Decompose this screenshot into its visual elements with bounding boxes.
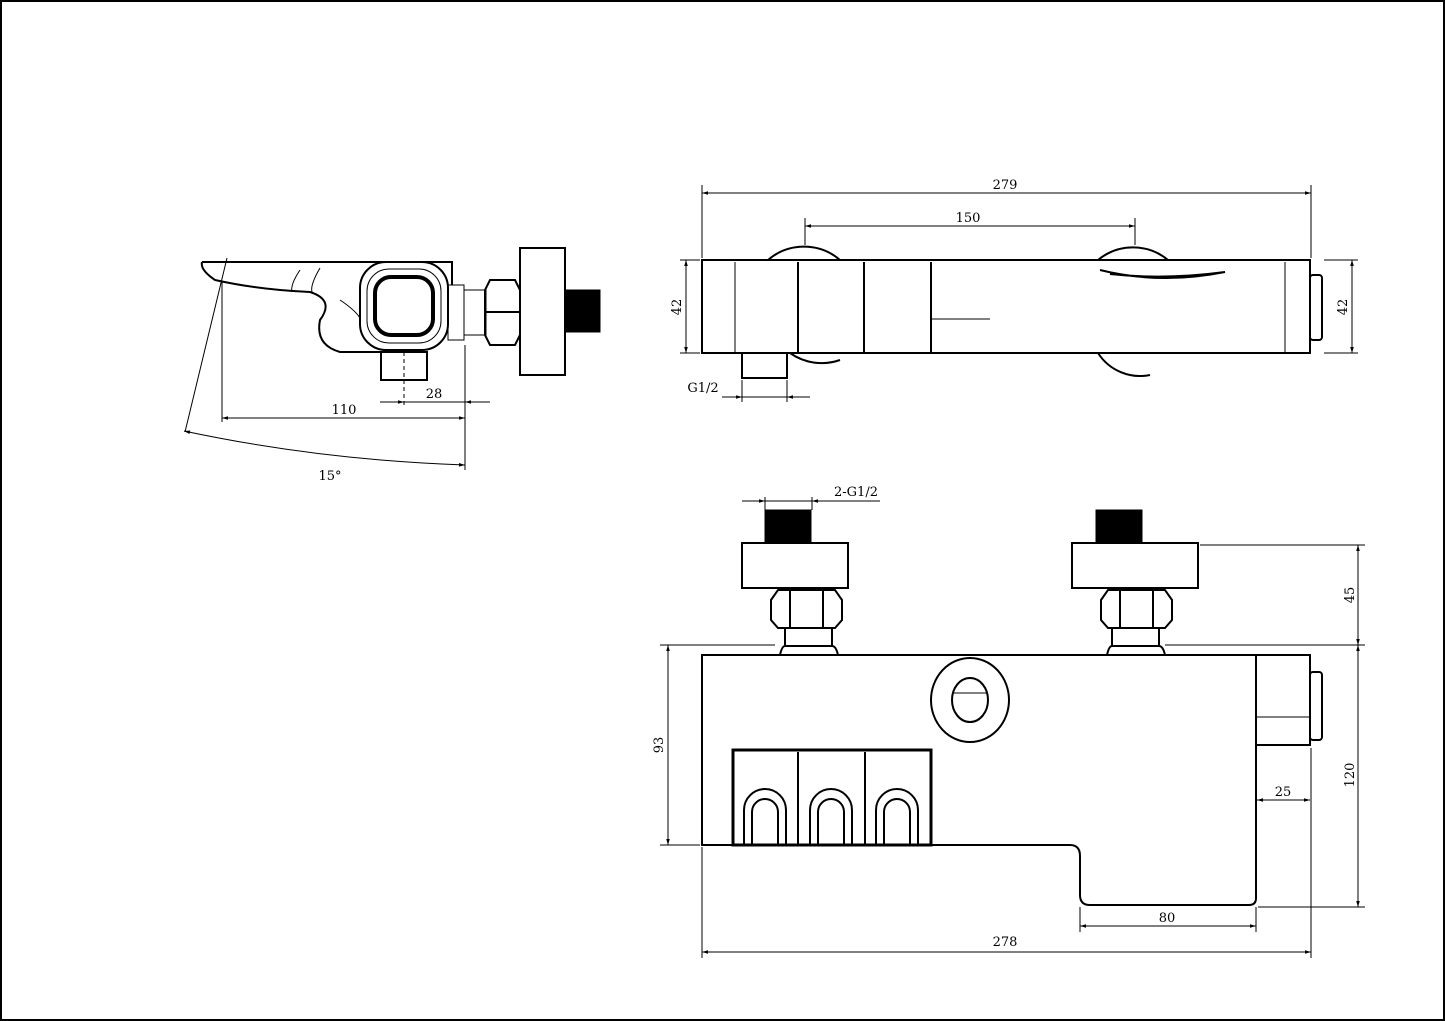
front-view: 2-G1/2 45 93 120 25 80 278 xyxy=(652,485,1365,958)
dim-110: 110 xyxy=(332,403,357,418)
body-front xyxy=(701,654,1257,906)
dim-28: 28 xyxy=(426,387,443,402)
outlet-stub-top xyxy=(741,352,788,379)
dim-120: 120 xyxy=(1343,763,1358,788)
inlet-connector-left xyxy=(741,509,849,656)
handle-knob-inner xyxy=(373,275,435,337)
control-panel xyxy=(731,748,933,847)
dim-150: 150 xyxy=(956,211,981,226)
dim-278: 278 xyxy=(993,935,1018,950)
inlet-thread xyxy=(564,289,601,333)
spout-curve xyxy=(1099,269,1226,279)
dim-15-degrees: 15° xyxy=(318,469,341,484)
dim-42-right: 42 xyxy=(1336,299,1351,316)
wall-flange xyxy=(519,247,566,376)
diverter-knob xyxy=(930,657,1010,743)
inlet-connector-right xyxy=(1071,509,1199,656)
dim-45: 45 xyxy=(1343,587,1358,604)
dim-279: 279 xyxy=(993,178,1018,193)
dim-25: 25 xyxy=(1275,785,1292,800)
side-view: 110 28 15° xyxy=(183,247,601,484)
spout-outline xyxy=(200,261,453,353)
dim-42-left: 42 xyxy=(670,299,685,316)
dim-g1-2: G1/2 xyxy=(687,381,718,396)
dim-93: 93 xyxy=(652,737,667,754)
dim-2-g1-2: 2-G1/2 xyxy=(834,485,878,500)
hex-nut xyxy=(484,279,521,346)
top-view: 279 150 42 42 G1/2 xyxy=(670,178,1358,402)
handle-knob-mid xyxy=(366,268,442,344)
dim-80: 80 xyxy=(1159,911,1176,926)
